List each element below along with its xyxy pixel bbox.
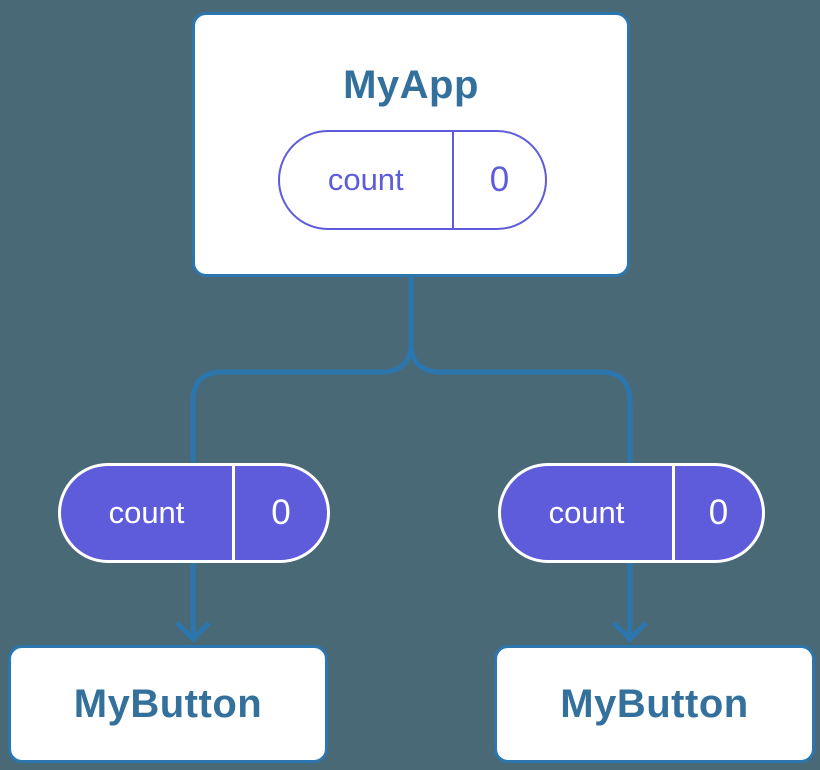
component-node-mybutton-left: MyButton	[8, 645, 328, 763]
pill-divider	[451, 132, 454, 228]
state-label: count	[548, 495, 625, 530]
pill-divider	[232, 466, 235, 560]
component-node-myapp: MyApp count 0	[192, 12, 630, 277]
state-label: count	[327, 162, 404, 197]
component-node-mybutton-right: MyButton	[494, 645, 815, 763]
state-pill-child-right: count 0	[498, 463, 765, 563]
pill-divider	[672, 466, 675, 560]
connector-branch-left	[190, 277, 414, 635]
state-value: 0	[271, 493, 291, 532]
state-value: 0	[489, 160, 510, 199]
component-title: MyApp	[343, 63, 479, 107]
connector-branch-right	[408, 277, 633, 635]
state-pill-child-left: count 0	[58, 463, 330, 563]
state-pill-root: count 0	[278, 130, 547, 230]
arrowhead-right-icon	[612, 621, 648, 643]
state-label: count	[108, 495, 185, 530]
state-value: 0	[708, 493, 729, 532]
component-title: MyButton	[560, 682, 749, 726]
arrowhead-left-icon	[175, 621, 211, 643]
component-title: MyButton	[73, 682, 263, 726]
